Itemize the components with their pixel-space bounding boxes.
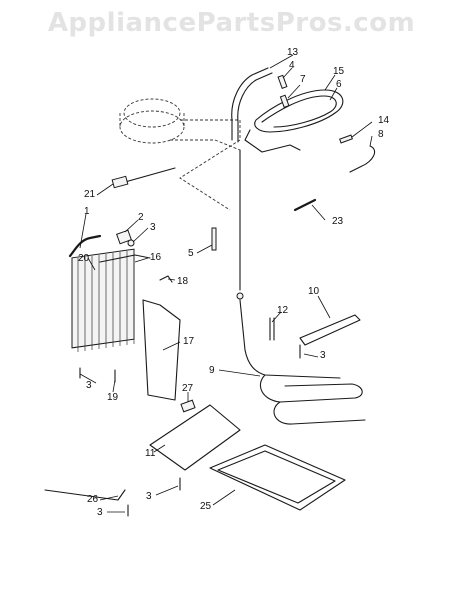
drain-sleeve (211, 227, 217, 251)
heat-exchanger-loop (142, 299, 181, 401)
callout-3b: 3 (320, 350, 326, 361)
callout-16: 16 (150, 252, 162, 263)
callout-25: 25 (200, 501, 212, 512)
pan-support (149, 404, 241, 471)
harness-connector (111, 167, 176, 189)
callout-3a: 3 (150, 222, 156, 233)
tube-fitting (236, 292, 244, 300)
callout-4: 4 (289, 60, 295, 71)
callout-27: 27 (182, 383, 194, 394)
callout-2: 2 (138, 212, 144, 223)
callout-13: 13 (287, 47, 299, 58)
overload-wire (68, 234, 102, 258)
callout-20: 20 (78, 253, 90, 264)
callout-18: 18 (177, 276, 189, 287)
fan-bracket (99, 254, 151, 263)
condenser-coil (71, 248, 135, 352)
heater-bracket (299, 314, 361, 346)
callout-7: 7 (300, 74, 306, 85)
heater-clip (269, 317, 275, 341)
watermark: AppliancePartsPros.com (47, 8, 416, 38)
thermostat-probe (293, 198, 317, 212)
drain-pan (209, 444, 346, 511)
callout-1: 1 (84, 206, 90, 217)
relay-group (116, 229, 135, 247)
callout-11: 11 (145, 448, 156, 459)
callout-5: 5 (188, 248, 194, 259)
leader-lines (79, 54, 373, 513)
callout-19: 19 (107, 392, 119, 403)
callout-14: 14 (378, 115, 390, 126)
callout-3e: 3 (97, 507, 103, 518)
grommet (180, 399, 196, 413)
callout-26: 26 (87, 494, 99, 505)
defrost-heater (239, 299, 366, 425)
support-bracket (44, 489, 126, 501)
callout-6: 6 (336, 79, 342, 90)
callout-17: 17 (183, 336, 195, 347)
capillary-tube (349, 145, 376, 173)
compressor-outline (119, 98, 241, 211)
callout-23: 23 (332, 216, 344, 227)
callout-21: 21 (84, 189, 96, 200)
callout-12: 12 (277, 305, 289, 316)
callout-labels: 13 4 7 15 6 14 8 21 1 2 3 23 5 20 16 18 … (78, 47, 390, 518)
callout-15: 15 (333, 66, 345, 77)
tube-clip (159, 275, 173, 283)
callout-8: 8 (378, 129, 384, 140)
callout-9: 9 (209, 365, 215, 376)
callout-3c: 3 (86, 380, 92, 391)
drain-pan-inner (217, 450, 336, 504)
callout-3d: 3 (146, 491, 152, 502)
tubing-assembly (231, 67, 353, 153)
callout-10: 10 (308, 286, 320, 297)
